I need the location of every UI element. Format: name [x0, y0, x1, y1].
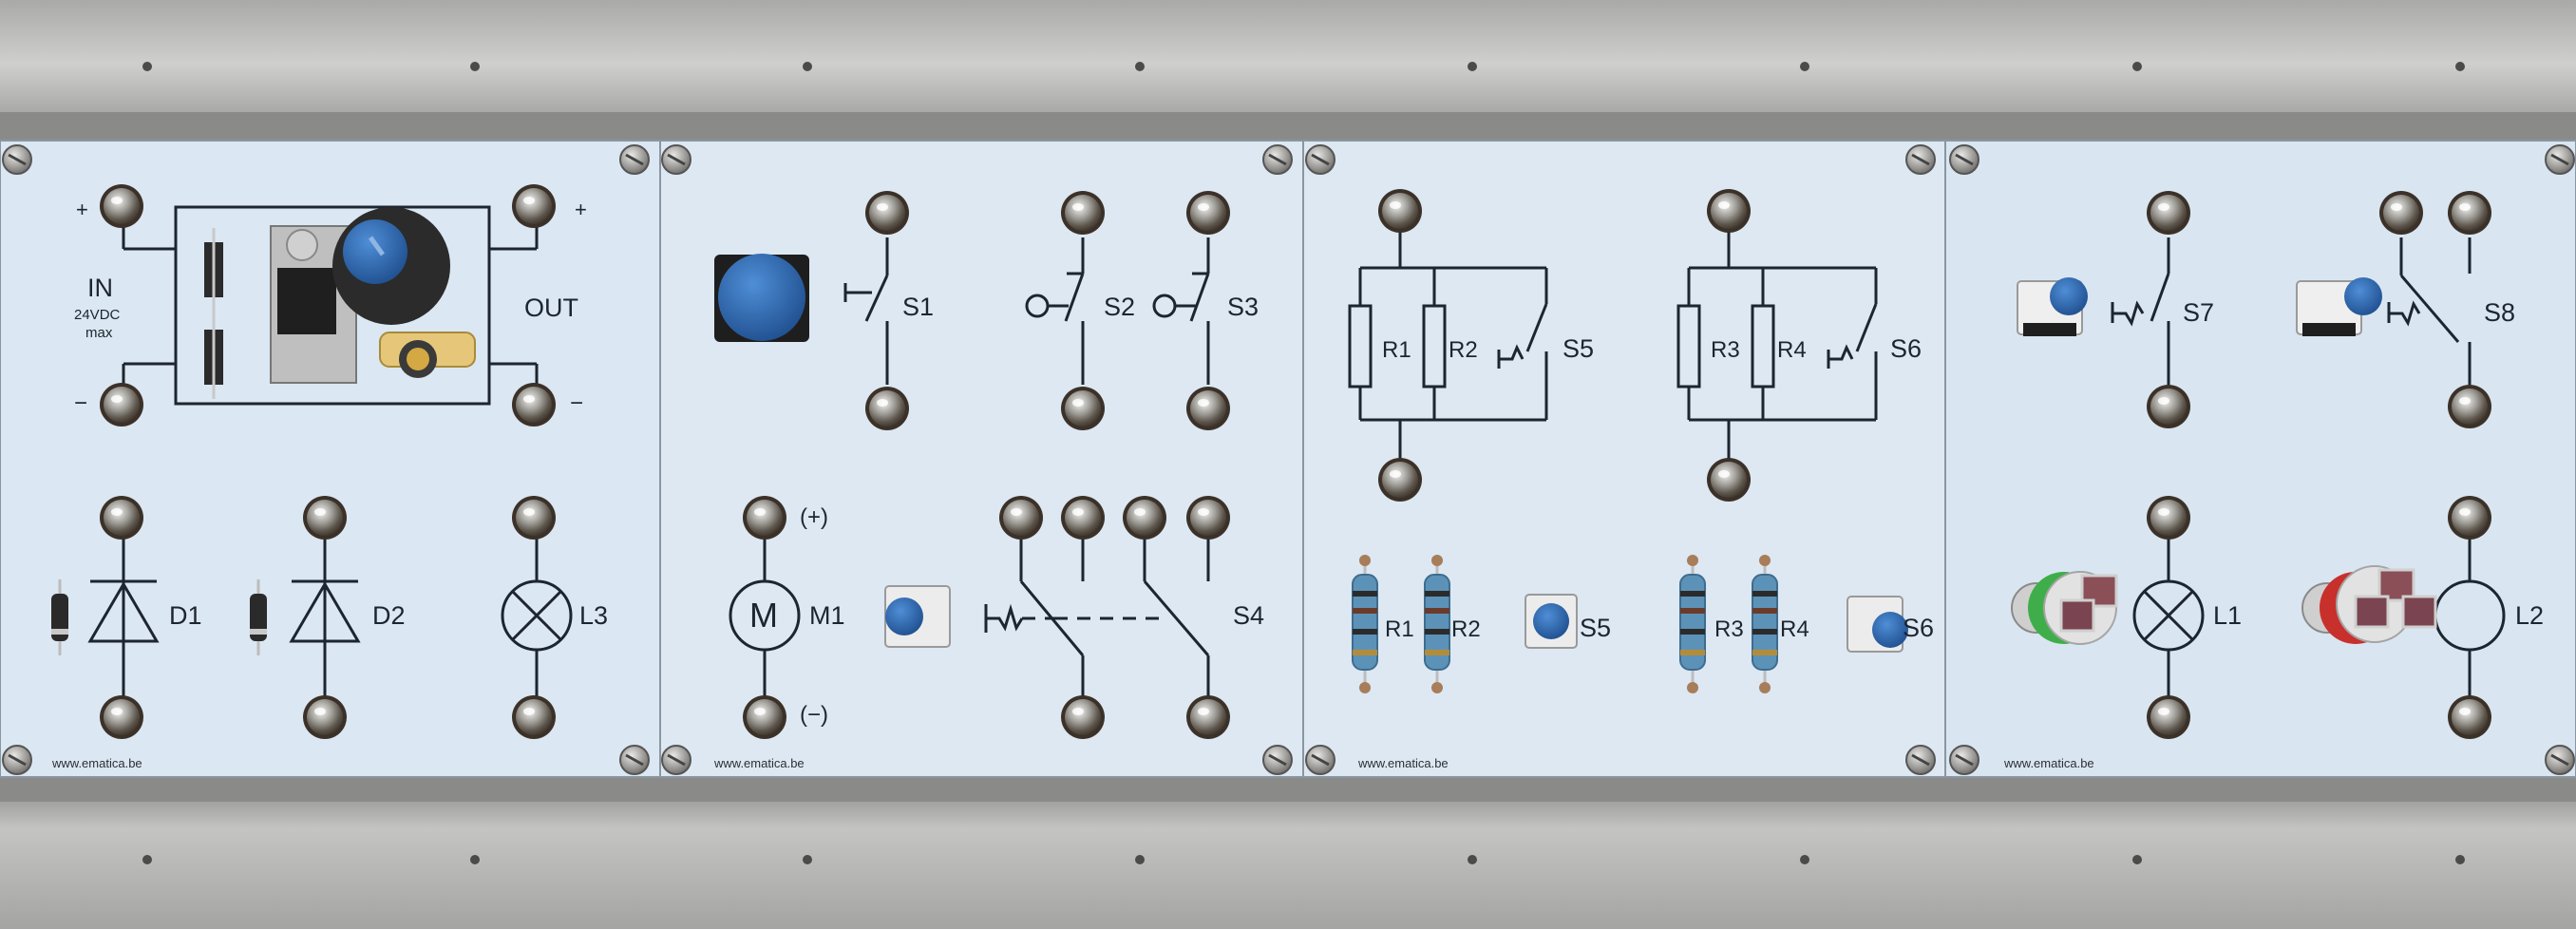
pushbutton-s7[interactable] — [2017, 277, 2088, 336]
switch-s7-symbol — [2111, 237, 2170, 385]
switch-s4-symbol — [984, 532, 1210, 703]
pushbutton-s4[interactable] — [884, 585, 951, 648]
switch-s8-symbol — [2387, 237, 2472, 385]
in-plus-sign: + — [76, 198, 88, 221]
regulator-board — [204, 207, 476, 399]
resistor-component — [1352, 574, 1378, 671]
rail-hole — [2455, 855, 2465, 864]
label-s3: S3 — [1227, 293, 1259, 321]
lamp-l3-symbol — [501, 532, 573, 703]
resistor-network-1 — [1348, 228, 1548, 464]
pushbutton-s6[interactable] — [1847, 596, 1908, 653]
rail-hole — [142, 62, 152, 71]
in-minus-sign: − — [74, 390, 87, 416]
out-plus-sign: + — [575, 198, 587, 221]
rail-hole — [142, 855, 152, 864]
top-rail — [0, 0, 2576, 128]
switch-panel — [659, 140, 1304, 778]
motor-m1-symbol — [729, 537, 801, 703]
rail-hole — [2455, 62, 2465, 71]
led-lamp-l2 — [2301, 565, 2437, 644]
rail-holes — [142, 62, 2465, 864]
motor-symbol-letter: M — [749, 596, 778, 635]
switch-s3-symbol — [1152, 237, 1210, 385]
resistor-component — [1424, 574, 1450, 671]
switch-s1-symbol — [843, 237, 889, 385]
brand-url-2: www.ematica.be — [713, 756, 805, 770]
rail-hole — [803, 62, 812, 71]
label-s5: S5 — [1580, 614, 1611, 642]
lamp-l1-symbol — [2132, 532, 2205, 703]
in-spec-max: max — [85, 325, 113, 341]
rail-hole — [1135, 62, 1145, 71]
label-r1-schematic: R1 — [1382, 337, 1411, 363]
resistor-panel — [1302, 140, 1946, 778]
rail-hole — [2132, 855, 2142, 864]
label-s6: S6 — [1903, 614, 1934, 642]
lamp-panel — [1944, 140, 2576, 778]
rail-hole — [803, 855, 812, 864]
brand-url-4: www.ematica.be — [2003, 756, 2094, 770]
label-s2: S2 — [1104, 293, 1135, 321]
label-l2: L2 — [2515, 601, 2544, 630]
label-s5-schematic: S5 — [1563, 334, 1594, 363]
brand-url-1: www.ematica.be — [51, 756, 142, 770]
label-d1: D1 — [169, 601, 202, 630]
label-s8: S8 — [2484, 298, 2515, 327]
label-l1: L1 — [2213, 601, 2242, 630]
label-r1: R1 — [1385, 616, 1414, 642]
label-s1: S1 — [902, 293, 934, 321]
diode-d2-symbol — [289, 518, 361, 703]
rail-hole — [2132, 62, 2142, 71]
out-minus-sign: − — [570, 390, 583, 416]
resistor-network-2 — [1676, 228, 1878, 464]
rail-hole — [470, 855, 480, 864]
label-s7: S7 — [2183, 298, 2214, 327]
motor-minus-terminal: (−) — [800, 702, 828, 728]
rail-hole — [1800, 62, 1809, 71]
label-r3-schematic: R3 — [1711, 337, 1740, 363]
label-r4: R4 — [1780, 616, 1809, 642]
rail-hole — [1468, 855, 1477, 864]
led-lamp-l1 — [2011, 571, 2118, 645]
rail-hole — [1468, 62, 1477, 71]
pushbutton-s8[interactable] — [2296, 277, 2382, 336]
rail-hole — [470, 62, 480, 71]
rail-hole — [1800, 855, 1809, 864]
terminal-posts — [100, 184, 2491, 739]
in-spec-voltage: 24VDC — [74, 307, 121, 323]
label-m1: M1 — [809, 601, 845, 630]
brand-url-3: www.ematica.be — [1357, 756, 1449, 770]
resistor-component — [1679, 574, 1706, 671]
label-l3: L3 — [579, 601, 608, 630]
diode-components — [51, 579, 267, 655]
out-label: OUT — [524, 294, 578, 322]
diode-d1-symbol — [87, 518, 160, 703]
label-r4-schematic: R4 — [1777, 337, 1807, 363]
lamp-l2-symbol — [2434, 532, 2506, 703]
label-d2: D2 — [372, 601, 406, 630]
label-s6-schematic: S6 — [1890, 334, 1922, 363]
label-r3: R3 — [1714, 616, 1744, 642]
bottom-rail — [0, 787, 2576, 929]
physical-resistors — [1352, 555, 1778, 693]
pushbutton-s5[interactable] — [1525, 594, 1578, 649]
switch-s2-symbol — [1025, 237, 1085, 385]
motor-plus-terminal: (+) — [800, 504, 828, 530]
label-r2-schematic: R2 — [1449, 337, 1478, 363]
in-label: IN — [87, 274, 113, 302]
rail-hole — [1135, 855, 1145, 864]
label-r2: R2 — [1451, 616, 1481, 642]
resistor-component — [1752, 574, 1778, 671]
pushbutton-s1[interactable] — [714, 254, 809, 342]
label-s4: S4 — [1233, 601, 1264, 630]
